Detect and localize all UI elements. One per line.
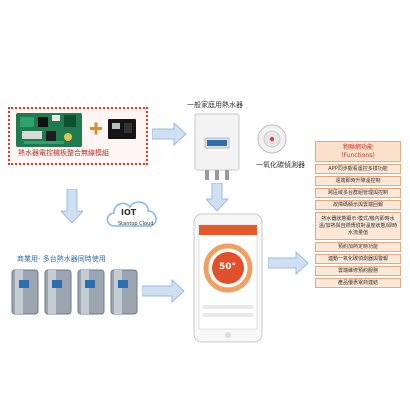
co-detector-image xyxy=(255,122,289,160)
function-item: 故障碼顯示與雲端回報 xyxy=(315,200,401,210)
cloud-label-main: IOT xyxy=(121,208,137,217)
cloud-label-sub: Stantop Cloud xyxy=(118,221,154,227)
water-heater-image xyxy=(193,112,241,186)
temperature-readout: 50° xyxy=(219,262,237,272)
function-item: APP同步觀看遙控多樣功能 xyxy=(315,164,401,174)
function-item: 雲端維修預約服務 xyxy=(315,266,401,276)
module-box xyxy=(8,107,148,165)
function-item: 預約加熱定時功能 xyxy=(315,242,401,252)
co-detector-label: 一氧化碳偵測器 xyxy=(256,161,305,169)
cloud-icon xyxy=(106,201,157,227)
function-item: 連動一氧化碳偵測器與警報 xyxy=(315,254,401,264)
commercial-label: 商業用- 多台熱水器同時使用 xyxy=(17,255,106,263)
module-label: 熱水器電控機板整合無線模組 xyxy=(18,149,109,157)
arrow-right-3 xyxy=(268,251,309,275)
commercial-heaters-image xyxy=(10,266,142,324)
function-item: 跨區域多台群組管理與控制 xyxy=(315,188,401,198)
arrow-right-1 xyxy=(152,121,187,147)
function-item: 產品優惠電商連結 xyxy=(315,278,401,288)
arrow-down-1 xyxy=(61,189,83,224)
functions-panel: 物聯網功能 (Functions) APP同步觀看遙控多樣功能 遠端即時升降溫控… xyxy=(315,141,401,291)
smartphone: 50° xyxy=(193,213,263,347)
functions-title-zh: 物聯網功能 xyxy=(342,144,373,151)
heater-label: 一般家庭用熱水器 xyxy=(187,101,243,109)
function-item: 熱水器狀態顯示:模式/機內即時水溫/加熱與自燃傳偵對溫度狀態/即時水流量值 xyxy=(315,212,401,240)
arrow-right-2 xyxy=(142,279,185,303)
function-item: 遠端即時升降溫控制 xyxy=(315,176,401,186)
control-board-icon xyxy=(16,113,136,147)
functions-title-en: (Functions) xyxy=(341,152,375,159)
arrow-down-2 xyxy=(206,183,228,212)
functions-title: 物聯網功能 (Functions) xyxy=(315,141,401,162)
tank-1 xyxy=(11,269,39,315)
